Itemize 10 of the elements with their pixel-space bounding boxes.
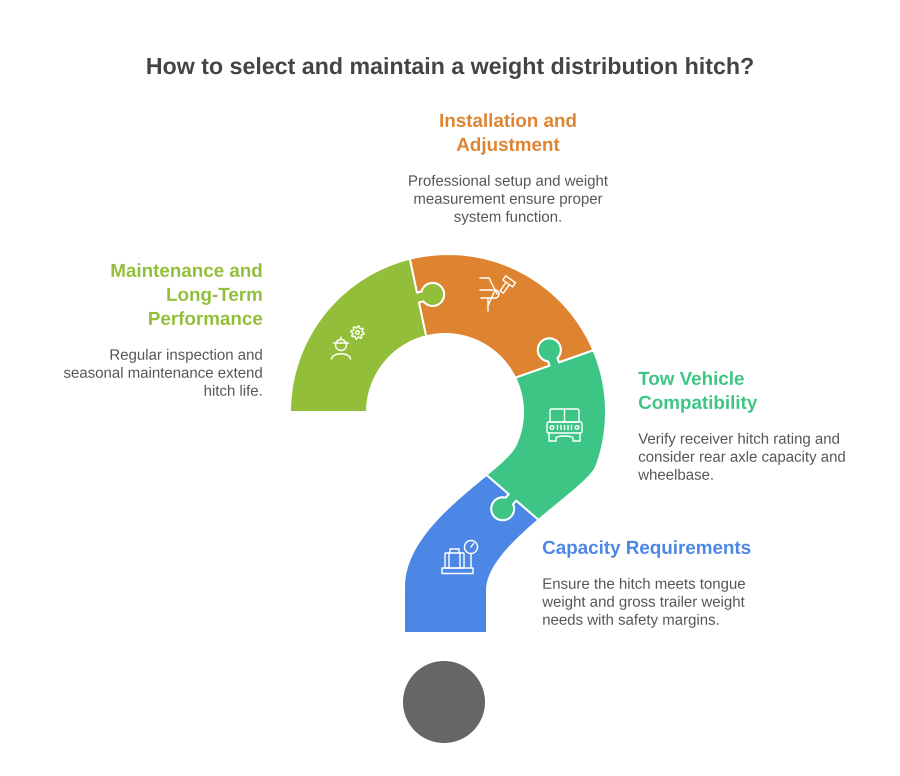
step-heading: Capacity Requirements <box>542 540 750 558</box>
step-heading: Tow Vehicle Compatibility <box>638 371 758 413</box>
step-description: Professional setup and weight measurement ensure proper system function. <box>409 174 608 225</box>
step-heading: Maintenance and Long-Term Performance <box>112 263 262 325</box>
step-heading: Installation and Adjustment <box>440 113 576 155</box>
step-description: Verify receiver hitch rating and consider rear axle capacity and wheelbase. <box>638 432 845 480</box>
step-description: Regular inspection and seasonal maintenance extend hitch life. <box>64 348 262 396</box>
dot <box>403 661 485 743</box>
step-description: Ensure the hitch meets tongue weight and gross trailer weight needs with safety margins. <box>542 578 745 628</box>
title: How to select and maintain a weight distribution hitch? <box>147 57 753 79</box>
